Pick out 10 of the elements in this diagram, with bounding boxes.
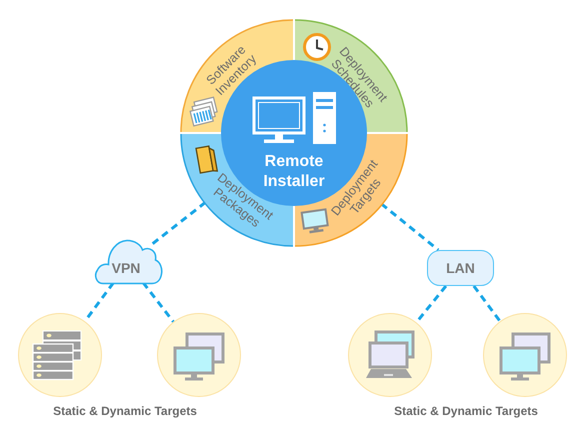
dashed-line [380, 202, 440, 252]
ring-segment [180, 19, 294, 133]
ring-segment [294, 19, 408, 133]
rounded-box [427, 250, 494, 286]
group-caption: Static & Dynamic Targets [394, 404, 538, 418]
cloud-shape [93, 238, 163, 285]
network-label: VPN [112, 260, 140, 276]
group-caption: Static & Dynamic Targets [53, 404, 197, 418]
network-label: LAN [446, 260, 475, 276]
dashed-line [472, 285, 502, 322]
